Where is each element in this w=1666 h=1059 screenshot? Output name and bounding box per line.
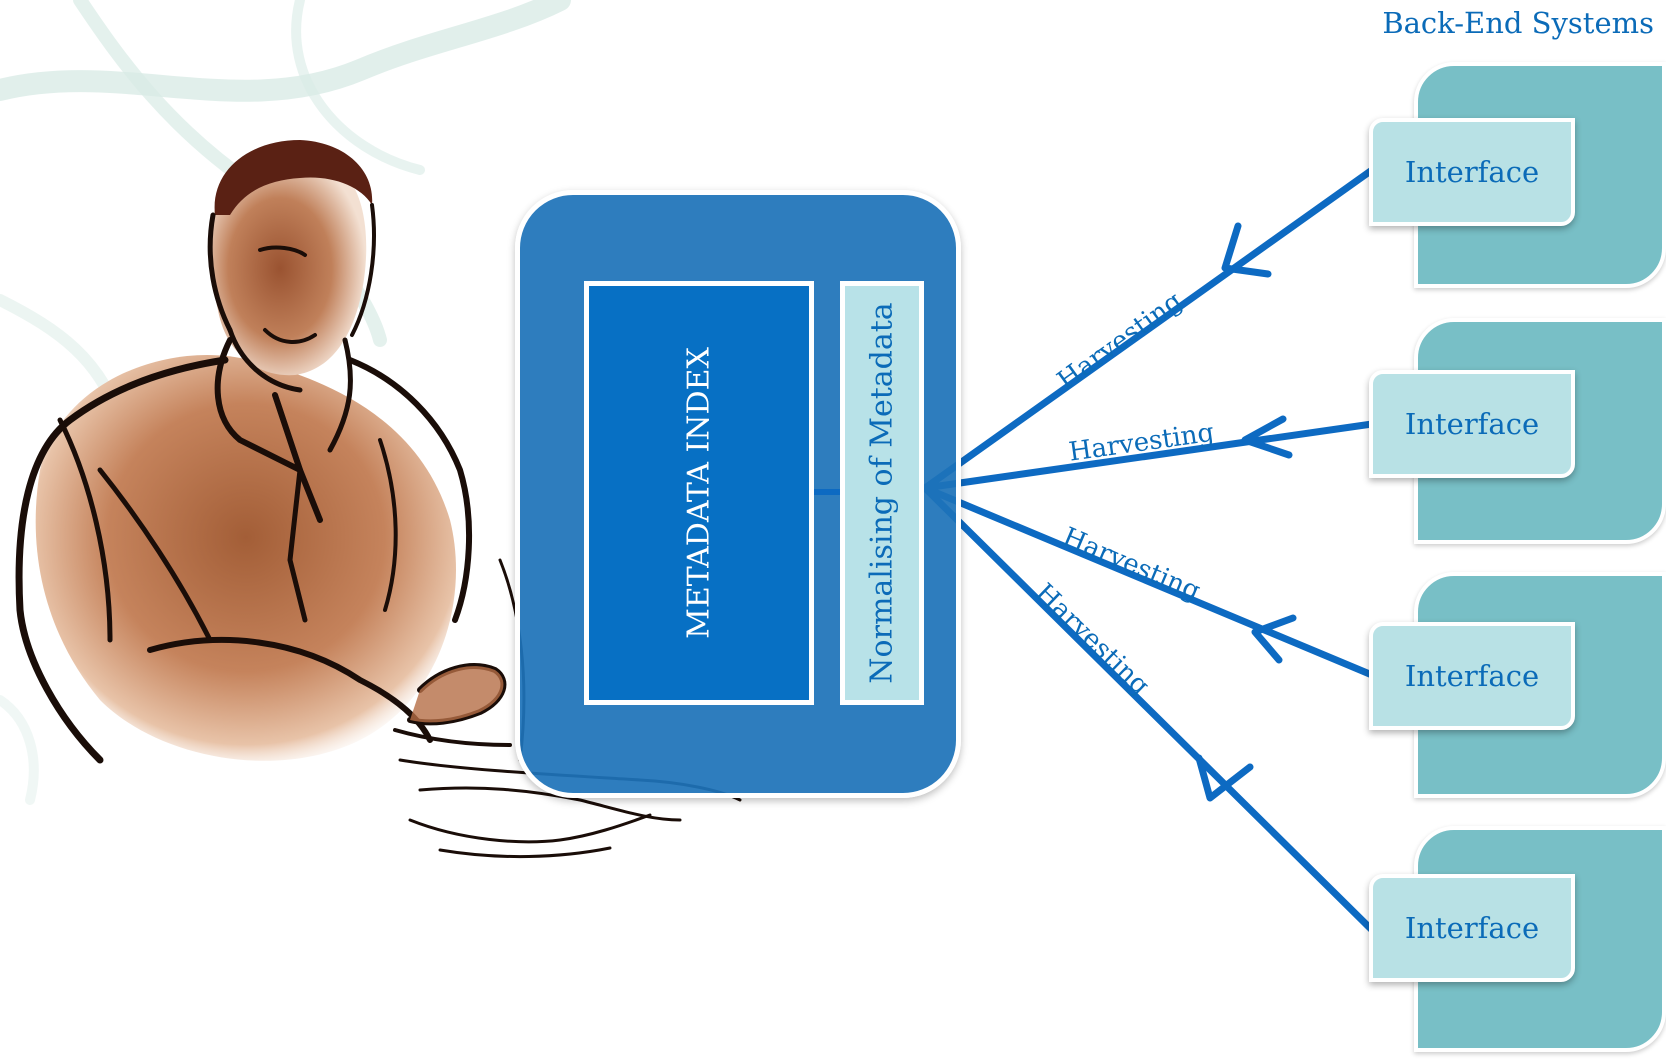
normalising-metadata-box: Normalising of Metadata xyxy=(840,281,924,705)
metadata-index-box: METADATA INDEX xyxy=(584,281,814,705)
interface-box-2: Interface xyxy=(1369,370,1575,478)
backend-systems-title: Back-End Systems xyxy=(1382,6,1654,40)
interface-box-3: Interface xyxy=(1369,622,1575,730)
metadata-index-label: METADATA INDEX xyxy=(682,347,717,639)
normalising-metadata-label: Normalising of Metadata xyxy=(865,302,900,683)
interface-box-4: Interface xyxy=(1369,874,1575,982)
interface-box-1: Interface xyxy=(1369,118,1575,226)
